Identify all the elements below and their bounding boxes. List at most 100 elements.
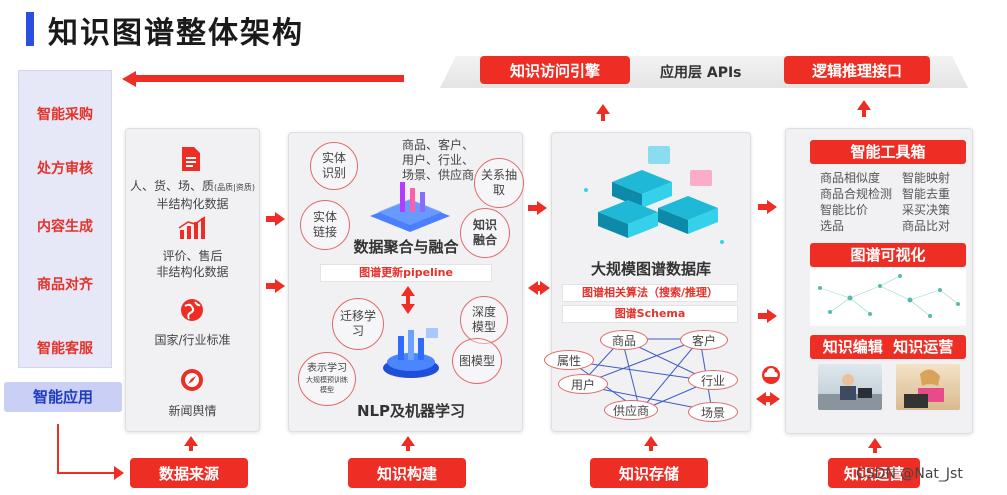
schema-node-scenario: 场景 — [688, 402, 738, 422]
arrow-right-icon — [275, 279, 285, 293]
circle-deep-model: 深度 模型 — [460, 296, 508, 344]
circle-label: 实体 链接 — [313, 210, 337, 240]
circle-label: 深度 模型 — [472, 305, 496, 335]
laptop-user-photo — [896, 364, 960, 410]
circle-graph-model: 图模型 — [452, 338, 502, 384]
tool-list-left: 商品相似度 商品合规检测 智能比价 选品 — [820, 170, 898, 234]
pipeline-box: 图谱更新pipeline — [320, 264, 492, 282]
fusion-label: 数据聚合与融合 — [340, 236, 472, 257]
arrow-right-icon — [537, 201, 547, 215]
tool-list-right: 智能映射 智能去重 采买决策 商品比对 — [902, 170, 972, 234]
arrow-right-icon — [767, 309, 777, 323]
smart-toolbox-header[interactable]: 智能工具箱 — [810, 140, 966, 164]
entity-types-line: 用户、行业、 — [402, 153, 474, 168]
logic-reasoning-interface-button[interactable]: 逻辑推理接口 — [784, 56, 930, 84]
source-structured-text: 人、货、场、质(品质|资质) 半结构化数据 — [125, 178, 260, 212]
circle-label: 迁移学 习 — [340, 309, 376, 339]
circle-sublabel: 大规模预训练 — [306, 375, 348, 385]
smart-applications-label: 智能应用 — [4, 382, 122, 412]
source-note: (品质|资质) — [214, 183, 255, 192]
schema-node-supplier: 供应商 — [604, 400, 658, 420]
tool-item[interactable]: 智能去重 — [902, 186, 972, 202]
graph-db-label: 大规模图谱数据库 — [560, 258, 742, 279]
compass-icon — [180, 368, 204, 392]
circle-label: 图模型 — [459, 354, 495, 369]
app-item-prescription-review[interactable]: 处方审核 — [18, 158, 112, 178]
tool-item[interactable]: 商品相似度 — [820, 170, 898, 186]
arrow-body — [406, 445, 410, 451]
tool-item[interactable]: 选品 — [820, 218, 898, 234]
source-line: 半结构化数据 — [156, 197, 228, 211]
source-line: 评价、售后 — [162, 249, 222, 263]
knowledge-ops-label[interactable]: 知识运营 — [893, 338, 953, 356]
nlp-platform-graphic — [376, 324, 446, 380]
schema-node-customer: 客户 — [680, 330, 728, 350]
cloud-icon — [758, 365, 784, 385]
entity-types-text: 商品、客户、 用户、行业、 场景、供应商 — [402, 138, 474, 183]
source-line: 非结构化数据 — [156, 265, 228, 279]
entity-types-line: 商品、客户、 — [402, 138, 474, 153]
connector-horizontal — [57, 472, 117, 474]
app-item-smart-procurement[interactable]: 智能采购 — [18, 104, 112, 124]
data-sources-label[interactable]: 数据来源 — [130, 458, 248, 488]
app-item-content-generation[interactable]: 内容生成 — [18, 216, 112, 236]
office-photo — [818, 364, 882, 410]
knowledge-edit-ops-header: 知识编辑 知识运营 — [810, 335, 966, 359]
nlp-label: NLP及机器学习 — [340, 400, 482, 421]
graph-database-graphic — [572, 142, 732, 252]
circle-relation-extraction: 关系抽 取 — [474, 158, 524, 208]
globe-icon — [180, 298, 204, 322]
arrow-head-left-icon — [122, 71, 136, 87]
bar-chart-icon — [178, 216, 206, 240]
knowledge-storage-label[interactable]: 知识存储 — [590, 458, 708, 488]
arrow-right-icon — [540, 281, 550, 295]
source-line: 人、货、场、质 — [130, 179, 214, 193]
graph-visualization-header[interactable]: 图谱可视化 — [810, 243, 966, 267]
schema-node-attribute: 属性 — [544, 350, 594, 370]
arrow-right-icon — [770, 392, 780, 406]
tool-item[interactable]: 采买决策 — [902, 202, 972, 218]
page-title: 知识图谱整体架构 — [48, 8, 304, 52]
circle-sublabel: 模型 — [320, 385, 334, 395]
arrow-down-icon — [401, 304, 415, 314]
watermark-text: CSDN @Nat_Jst — [856, 466, 963, 482]
source-standards-text: 国家/行业标准 — [125, 332, 260, 348]
app-item-product-alignment[interactable]: 商品对齐 — [18, 274, 112, 294]
data-fusion-graphic — [360, 178, 460, 238]
graph-visualization-preview — [810, 268, 966, 326]
circle-label: 表示学习 — [307, 363, 347, 375]
source-news-text: 新闻舆情 — [125, 403, 260, 419]
circle-entity-recognition: 实体 识别 — [310, 142, 358, 190]
tool-item[interactable]: 商品比对 — [902, 218, 972, 234]
arrow-body — [873, 447, 877, 453]
graph-schema-box: 图谱Schema — [562, 305, 738, 323]
title-accent-bar — [26, 12, 34, 46]
source-unstructured-text: 评价、售后 非结构化数据 — [125, 248, 260, 280]
arrow-body — [601, 113, 605, 121]
circle-label: 实体 识别 — [322, 151, 346, 181]
circle-label: 关系抽 取 — [481, 168, 517, 198]
schema-node-product: 商品 — [600, 330, 648, 350]
knowledge-build-label[interactable]: 知识构建 — [348, 458, 466, 488]
schema-node-user: 用户 — [558, 374, 608, 394]
circle-representation-learning: 表示学习 大规模预训练 模型 — [298, 352, 356, 406]
knowledge-edit-label[interactable]: 知识编辑 — [823, 338, 883, 356]
arrow-right-icon — [275, 212, 285, 226]
tool-item[interactable]: 商品合规检测 — [820, 186, 898, 202]
arrow-head-right-icon — [114, 466, 124, 480]
circle-label: 知识 融合 — [473, 218, 497, 248]
tool-item[interactable]: 智能映射 — [902, 170, 972, 186]
tool-item[interactable]: 智能比价 — [820, 202, 898, 218]
arrow-body — [862, 109, 866, 117]
arrow-to-apps — [134, 75, 404, 82]
schema-node-industry: 行业 — [688, 370, 738, 390]
graph-algo-box: 图谱相关算法（搜索/推理） — [562, 284, 738, 302]
arrow-body — [649, 445, 653, 451]
arrow-right-icon — [767, 200, 777, 214]
knowledge-access-engine-button[interactable]: 知识访问引擎 — [480, 56, 630, 84]
document-icon — [180, 146, 202, 172]
connector-vertical — [57, 424, 59, 474]
arrow-body — [189, 445, 193, 451]
api-layer-label: 应用层 APIs — [660, 62, 742, 82]
app-item-smart-customer-service[interactable]: 智能客服 — [18, 338, 112, 358]
